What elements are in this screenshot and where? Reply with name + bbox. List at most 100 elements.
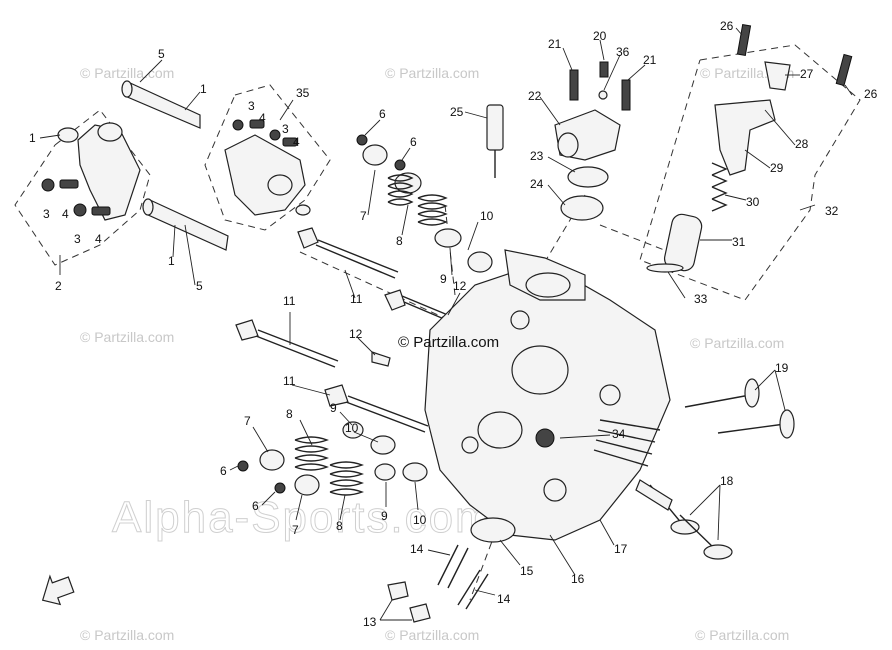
valve-stem-seal (434, 228, 462, 248)
callout-10: 10 (480, 209, 494, 223)
adjuster-screw (59, 179, 79, 189)
bolt-boss (461, 436, 479, 454)
callout-6: 6 (410, 135, 417, 149)
callout-28: 28 (795, 137, 809, 151)
bolt-head (324, 384, 349, 407)
head-bolts (235, 227, 473, 433)
bolt-head (235, 319, 259, 341)
callout-7: 7 (244, 414, 251, 428)
thermostat-and-sensor (486, 61, 631, 221)
spring-seat (402, 462, 428, 482)
callout-24: 24 (530, 177, 544, 191)
callout-14: 14 (497, 592, 511, 606)
adjuster-nut (232, 119, 244, 131)
callout-36: 36 (616, 45, 630, 59)
tensioner-spring (711, 162, 728, 212)
callout-32: 32 (825, 204, 839, 218)
bolt-head (297, 227, 319, 249)
callout-9: 9 (330, 401, 337, 415)
callout-17: 17 (614, 542, 628, 556)
valve-spring (294, 436, 329, 471)
valve-cotter (356, 134, 368, 146)
front-direction-arrow-icon (41, 574, 75, 606)
callout-3: 3 (74, 232, 81, 246)
callout-21: 21 (643, 53, 657, 67)
spring-retainer (259, 449, 285, 471)
cover-bolt (599, 61, 609, 78)
cover-bolt (621, 79, 631, 111)
valve-cotter (274, 482, 286, 494)
watermark: © Partzilla.com (690, 335, 784, 351)
flange-nut (409, 603, 431, 623)
watermark: © Partzilla.com (80, 627, 174, 643)
callout-13: 13 (363, 615, 377, 629)
callout-12: 12 (349, 327, 363, 341)
callout-1: 1 (168, 254, 175, 268)
callout-16: 16 (571, 572, 585, 586)
alpha-sports-watermark: Alpha-Sports.com (112, 493, 494, 542)
callout-6: 6 (220, 464, 227, 478)
callout-3: 3 (43, 207, 50, 221)
valve-head (670, 519, 700, 535)
bolt-shank (255, 329, 339, 368)
callout-7: 7 (360, 209, 367, 223)
adjuster-nut (41, 178, 55, 192)
rocker-arm-bore (267, 174, 293, 196)
callout-4: 4 (293, 135, 300, 149)
valve-head (744, 378, 760, 408)
stud (635, 479, 673, 511)
watermark: © Partzilla.com (385, 627, 479, 643)
callout-6: 6 (379, 107, 386, 121)
callout-26: 26 (720, 19, 734, 33)
rocker-arm-assembly-35 (224, 119, 311, 216)
valves (649, 378, 795, 560)
callout-3: 3 (282, 122, 289, 136)
callout-1: 1 (200, 82, 207, 96)
watermark: © Partzilla.com (385, 65, 479, 81)
callout-26: 26 (864, 87, 878, 101)
adjuster-screw (282, 137, 298, 147)
leader-dash (444, 204, 456, 296)
temperature-sensor (486, 104, 504, 151)
callout-33: 33 (694, 292, 708, 306)
washer (57, 127, 79, 143)
rocker-shafts (121, 80, 229, 251)
callout-30: 30 (746, 195, 760, 209)
valve-cotter (237, 460, 249, 472)
callout-27: 27 (800, 67, 814, 81)
cam-chain-tensioner (646, 23, 853, 273)
adjuster-screw (249, 119, 265, 129)
washer (295, 204, 311, 216)
callout-4: 4 (62, 207, 69, 221)
callout-6: 6 (252, 499, 259, 513)
valve-head (779, 409, 795, 439)
tensioner-gasket (646, 263, 684, 273)
callout-14: 14 (410, 542, 424, 556)
flange-nut (387, 581, 409, 601)
coolant-port (525, 272, 571, 298)
watermark: © Partzilla.com (80, 329, 174, 345)
rocker-arm (224, 134, 306, 216)
valve-stem (679, 514, 717, 551)
callout-11: 11 (283, 294, 296, 308)
callout-2: 2 (55, 279, 62, 293)
callout-8: 8 (336, 519, 343, 533)
valve-stem-seal (374, 463, 396, 481)
bolt-boss (543, 478, 567, 502)
stud (457, 569, 489, 610)
callout-20: 20 (593, 29, 607, 43)
valve-spring (329, 461, 364, 496)
leader-lines (39, 27, 853, 621)
plug (535, 428, 555, 448)
callout-19: 19 (775, 361, 789, 375)
valve-spring (417, 194, 448, 226)
watermark: © Partzilla.com (80, 65, 174, 81)
callout-10: 10 (345, 421, 359, 435)
lower-valve-spring-set (237, 421, 428, 496)
spring-retainer (362, 144, 388, 166)
tensioner-cap (764, 61, 791, 91)
callout-21: 21 (548, 37, 562, 51)
watermarks: © Partzilla.com © Partzilla.com © Partzi… (80, 65, 794, 643)
